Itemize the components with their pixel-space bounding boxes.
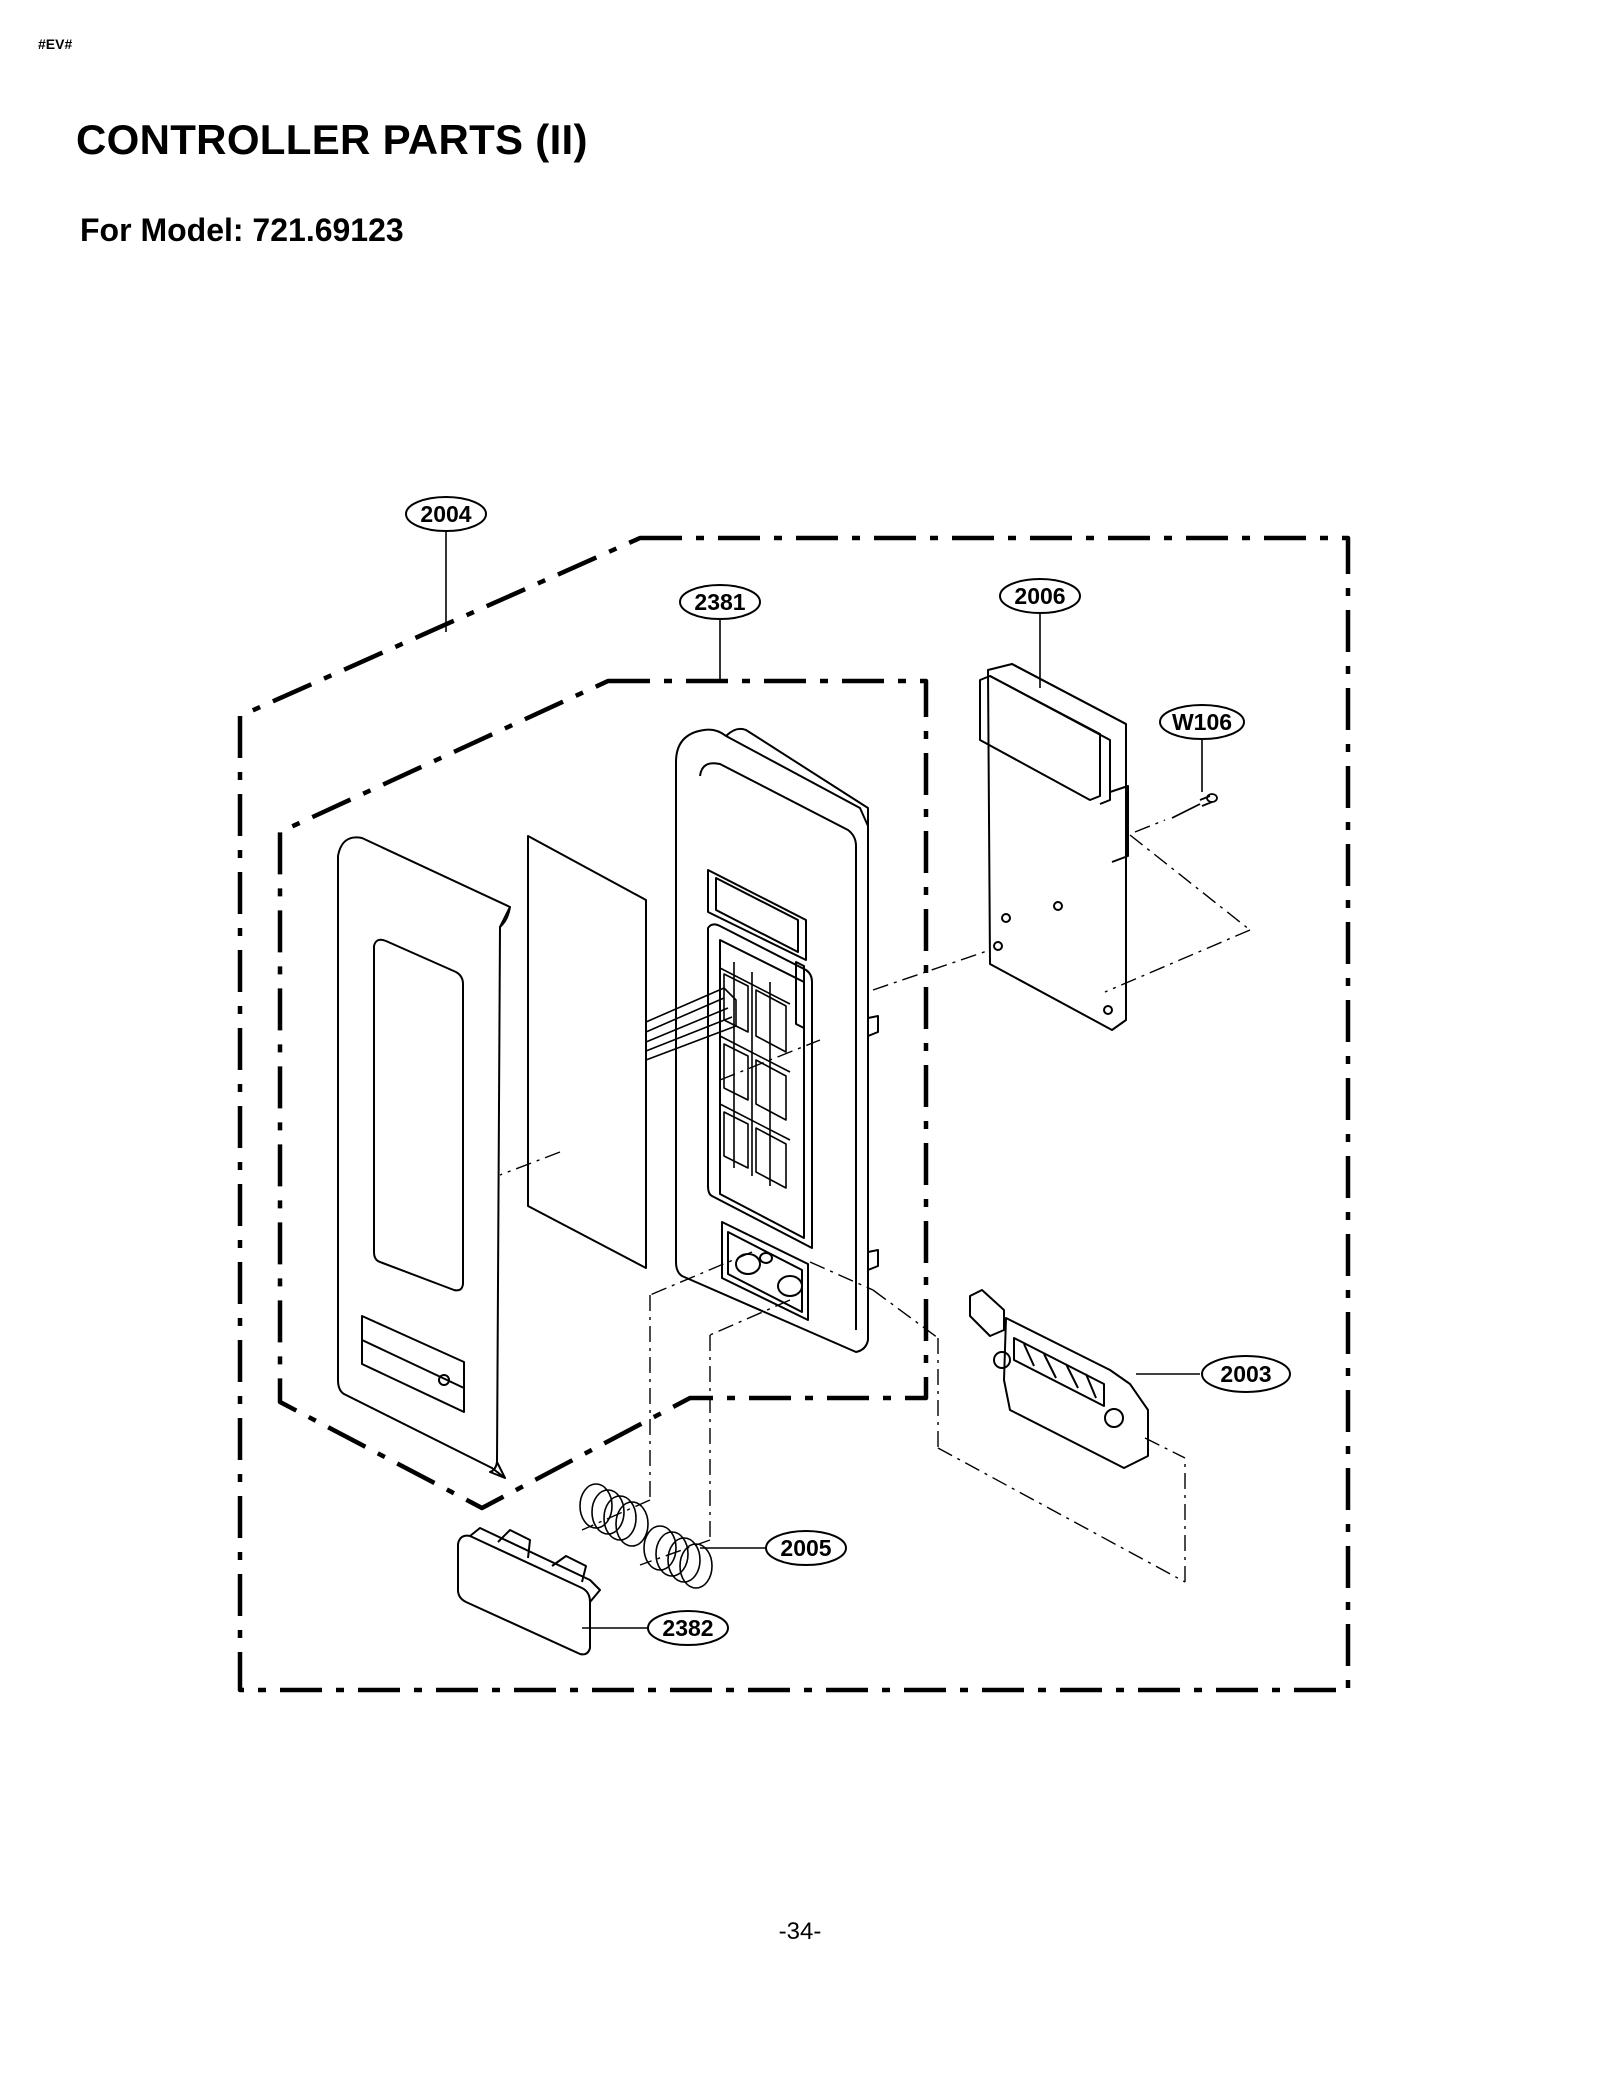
membrane-sheet [527, 835, 647, 1269]
header-code: #EV# [38, 36, 73, 52]
key-grid [719, 962, 791, 1189]
callout-2382: 2382 [647, 1610, 729, 1646]
leader-lines [445, 531, 1203, 1629]
push-button [457, 1527, 601, 1656]
page-subtitle: For Model: 721.69123 [80, 212, 404, 248]
page-number: -34- [778, 1918, 822, 1945]
callout-label: 2004 [420, 501, 471, 527]
ribbon-cable [645, 987, 737, 1061]
control-panel-frame [675, 727, 879, 1353]
springs [579, 1483, 713, 1589]
callout-label: W106 [1172, 709, 1232, 735]
latch-lever [969, 1289, 1149, 1469]
assembly-boundary-2381 [277, 678, 929, 1511]
page-title: CONTROLLER PARTS (II) [76, 116, 588, 163]
callout-w106: W106 [1159, 704, 1245, 740]
callout-label: 2382 [662, 1615, 713, 1641]
projection-lines [499, 819, 1251, 1583]
callout-label: 2381 [694, 589, 745, 615]
callout-label: 2003 [1220, 1361, 1271, 1387]
callout-2005: 2005 [765, 1530, 847, 1566]
callout-2003: 2003 [1201, 1355, 1291, 1393]
pcb-assembly [979, 663, 1129, 1031]
callout-2004: 2004 [405, 496, 487, 532]
callout-2006: 2006 [999, 578, 1081, 614]
front-decor-panel [337, 836, 511, 1479]
callout-2381: 2381 [679, 584, 761, 620]
assembly-boundary-2004 [237, 535, 1351, 1693]
screw-w106 [1171, 793, 1218, 819]
callout-label: 2006 [1014, 583, 1065, 609]
callout-label: 2005 [780, 1535, 831, 1561]
